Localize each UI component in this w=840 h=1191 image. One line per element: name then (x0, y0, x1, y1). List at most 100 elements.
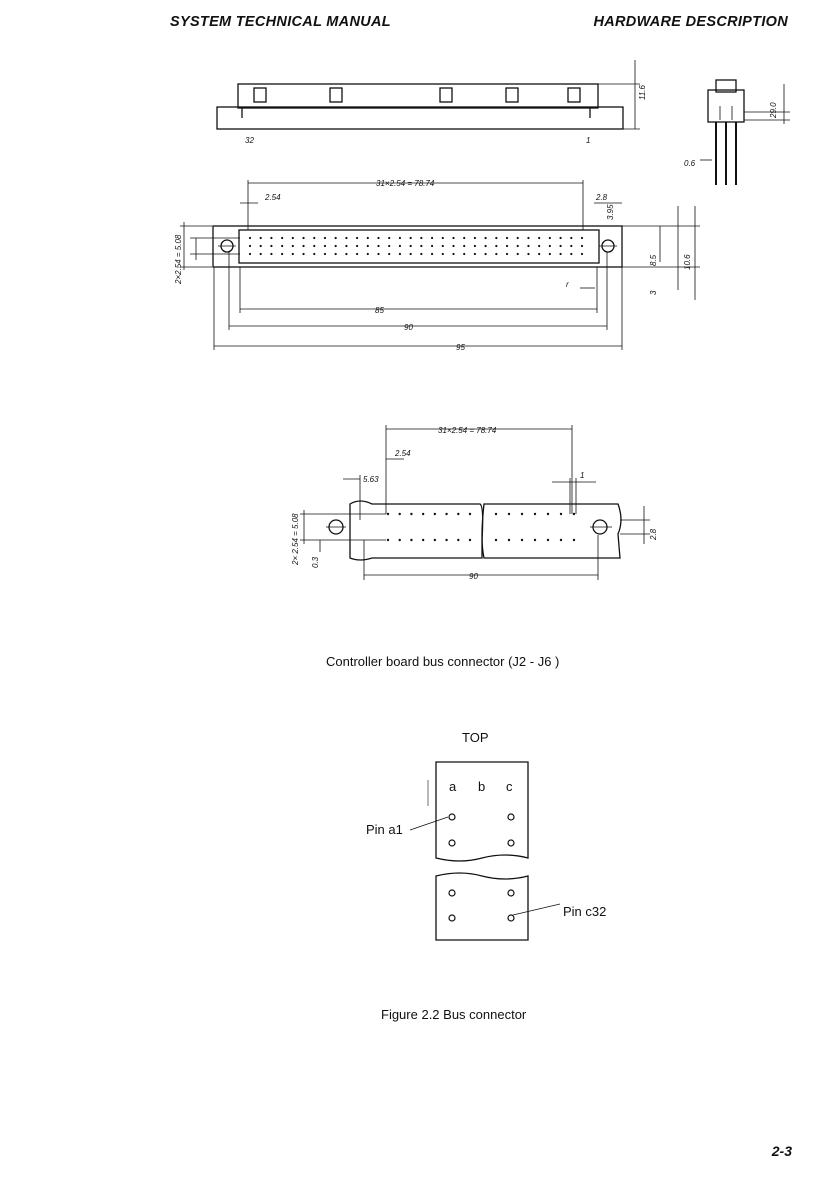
plan-row-a (249, 237, 583, 239)
pin-dot (570, 253, 572, 255)
pin-dot (521, 539, 523, 541)
pin-dot (420, 245, 422, 247)
pin-dot (573, 539, 575, 541)
connector-top-profile (217, 60, 640, 129)
pin-dot (495, 245, 497, 247)
pin-dot (260, 245, 262, 247)
pin-dot (485, 237, 487, 239)
pin-dot (517, 245, 519, 247)
column-c-label: c (506, 779, 513, 794)
dim-height: 11.6 (638, 84, 647, 100)
pin-dot (249, 253, 251, 255)
pin-dot (445, 539, 447, 541)
pin-dot (570, 245, 572, 247)
pin-dot (442, 237, 444, 239)
pin-dot (281, 253, 283, 255)
pin-dot (463, 253, 465, 255)
pin-dot (452, 245, 454, 247)
dim-2-8: 2.8 (595, 193, 608, 202)
page-number: 2-3 (772, 1143, 792, 1159)
pin-dot (452, 237, 454, 239)
pin-dot (388, 245, 390, 247)
plan-row-b (249, 245, 583, 247)
pin-dot (399, 513, 401, 515)
pin-dot (292, 253, 294, 255)
pin-dot (281, 245, 283, 247)
pin-dot (270, 245, 272, 247)
dim-8-5: 8.5 (649, 254, 658, 266)
pin-dot (356, 245, 358, 247)
pin-dot (292, 237, 294, 239)
pin-dot (469, 539, 471, 541)
pin-dot (387, 539, 389, 541)
pin-dot (474, 253, 476, 255)
pin-dot (581, 245, 583, 247)
pin-dot (345, 253, 347, 255)
pin-dot (335, 245, 337, 247)
pin-dot (547, 513, 549, 515)
pin-dot (356, 253, 358, 255)
pin-dot (434, 539, 436, 541)
pin-dot (581, 237, 583, 239)
dim-pitch-total: 31×2.54 = 78.74 (376, 179, 435, 188)
pin-dot (249, 245, 251, 247)
pin-dot (534, 539, 536, 541)
pin-dot (410, 513, 412, 515)
pin-dot (387, 513, 389, 515)
pin-dot (457, 513, 459, 515)
footprint-row-bottom-right (495, 539, 575, 541)
pin-dot (281, 237, 283, 239)
dim2-5-63: 5.63 (363, 475, 379, 484)
pin-dot (377, 253, 379, 255)
pin-dot (495, 253, 497, 255)
pin-dot (506, 253, 508, 255)
pin-dot (560, 539, 562, 541)
pin-dot (422, 513, 424, 515)
pin-dot (335, 237, 337, 239)
pin-dot (457, 539, 459, 541)
pin-dot (292, 245, 294, 247)
pin-dot (442, 253, 444, 255)
pin-hole-icon (449, 890, 455, 896)
dim2-2-8: 2.8 (649, 528, 658, 541)
dim-3: 3 (649, 290, 658, 295)
connector-plan-view (180, 180, 700, 350)
pin-dot (260, 253, 262, 255)
footprint-row-top-right (495, 513, 575, 515)
pin-dot (452, 253, 454, 255)
pin-dot (270, 237, 272, 239)
pin-dot (474, 245, 476, 247)
pin-dot (431, 237, 433, 239)
pin-dot (313, 253, 315, 255)
pin-dot (367, 253, 369, 255)
pin-dot (463, 237, 465, 239)
pin-dot (547, 539, 549, 541)
pin-dot (388, 237, 390, 239)
dim2-0-3: 0.3 (311, 556, 320, 568)
pin-32-label: 32 (245, 136, 254, 145)
pin-dot (388, 253, 390, 255)
pin-c32-label: Pin c32 (563, 904, 606, 919)
dim-95: 95 (456, 343, 465, 352)
pin-dot (367, 245, 369, 247)
pin-dot (538, 237, 540, 239)
pin-dot (573, 513, 575, 515)
pin-dot (485, 245, 487, 247)
pin-dot (356, 237, 358, 239)
pin-dot (302, 253, 304, 255)
dim-row-spacing: 2×2.54 = 5.08 (174, 234, 183, 285)
pin-dot (377, 237, 379, 239)
dim-3-95: 3.95 (606, 204, 615, 220)
pin-dot (495, 513, 497, 515)
pin-hole-icon (508, 840, 514, 846)
column-b-label: b (478, 779, 485, 794)
pin-dot (270, 253, 272, 255)
dim-85: 85 (375, 306, 384, 315)
pin-dot (399, 253, 401, 255)
pin-dot (549, 237, 551, 239)
pin-dot (559, 237, 561, 239)
pin-dot (517, 237, 519, 239)
connector-side-view (700, 80, 790, 185)
pin-dot (260, 237, 262, 239)
pcb-footprint (300, 425, 650, 580)
